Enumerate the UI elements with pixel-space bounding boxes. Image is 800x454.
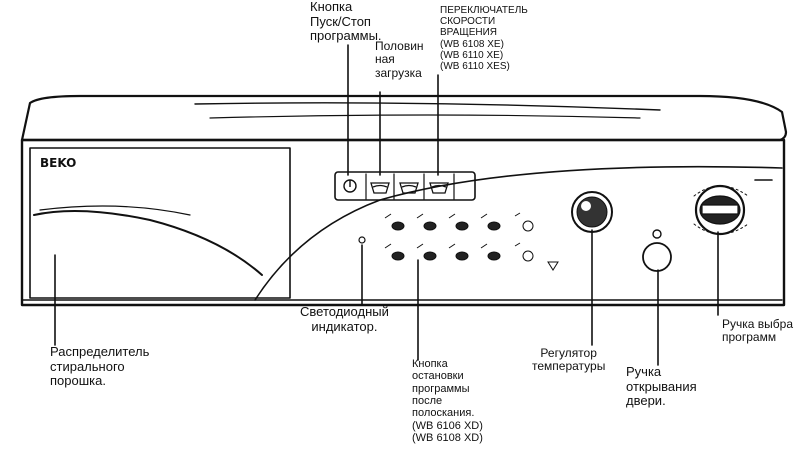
- power-icon: [343, 179, 357, 193]
- basin-icon: [399, 182, 419, 194]
- control-panel-frame: [20, 138, 786, 307]
- dispenser-drawer: [29, 147, 291, 299]
- led-indicator: [358, 236, 366, 244]
- top-lid: [20, 94, 788, 142]
- spin-icon: [429, 182, 449, 194]
- temperature-knob: [571, 191, 613, 233]
- drawer-handle-curve: [33, 210, 263, 276]
- program-dial: [694, 184, 746, 236]
- half-load-icon: [370, 182, 390, 194]
- brand-logo: BEKO: [40, 156, 76, 170]
- program-symbols: [391, 220, 559, 271]
- panel-sweep: [254, 165, 783, 301]
- button-strip: [334, 171, 476, 201]
- door-handle: [642, 242, 672, 272]
- lid-groove: [194, 102, 661, 111]
